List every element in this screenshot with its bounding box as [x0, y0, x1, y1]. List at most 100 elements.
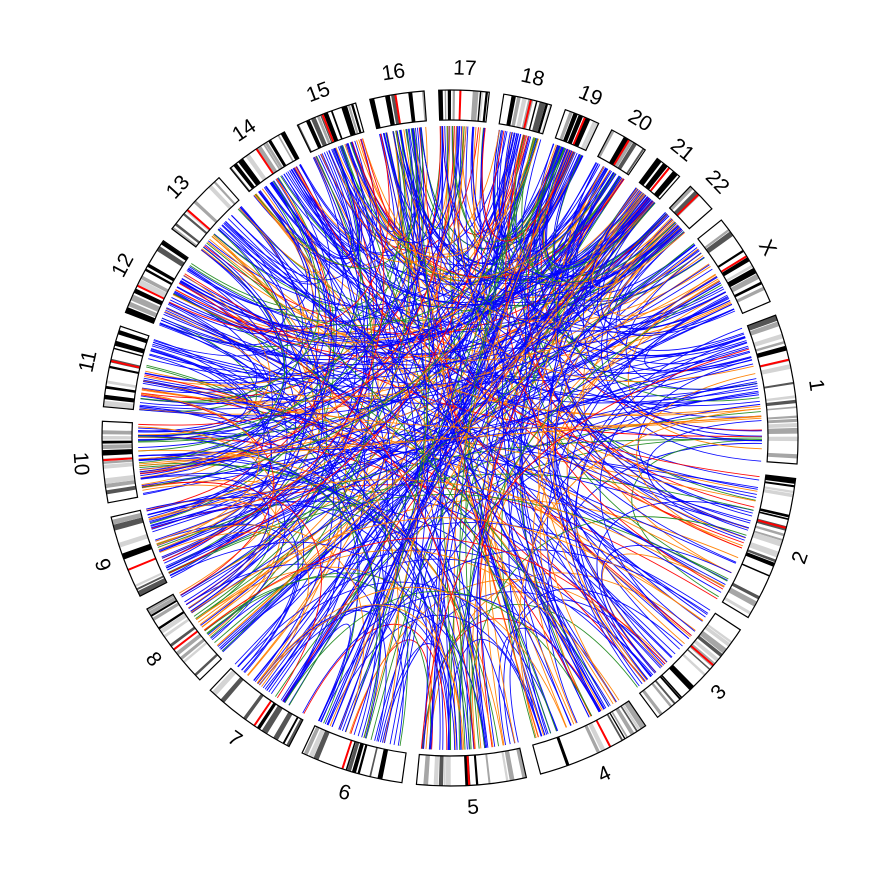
cytoband: [438, 755, 444, 786]
link-chord: [172, 154, 582, 344]
cytoband: [310, 117, 327, 147]
band-background: [532, 700, 646, 775]
link-chord: [392, 131, 607, 264]
cytoband: [377, 749, 389, 780]
cytoband: [117, 330, 148, 344]
link-chord: [255, 193, 691, 638]
cytoband: [148, 596, 177, 615]
chromosome-x: [697, 219, 771, 315]
link-chord: [209, 235, 328, 638]
cytoband: [423, 755, 430, 786]
link-chord: [524, 145, 728, 582]
link-chord: [189, 147, 566, 326]
cytoband: [752, 532, 783, 547]
cytoband: [211, 669, 237, 696]
cytoband: [447, 89, 452, 121]
cytoband: [163, 618, 190, 638]
cytoband: [243, 693, 264, 720]
chromosome-19: [554, 108, 600, 152]
chromosome-frame: [102, 325, 150, 411]
chromosome-18: [498, 93, 553, 135]
cytoband: [651, 682, 673, 708]
link-chord: [478, 175, 620, 747]
cytoband: [504, 750, 515, 781]
chromosome-label: 14: [228, 114, 260, 146]
cytoband: [766, 406, 797, 411]
cytoband: [753, 333, 784, 347]
link-chord: [565, 294, 728, 687]
link-chord: [288, 137, 537, 706]
link-chord: [160, 151, 575, 357]
link-chord: [180, 279, 489, 748]
cytoband: [169, 626, 196, 647]
cytoband: [756, 345, 787, 358]
cytoband: [102, 444, 133, 450]
link-chord: [190, 225, 324, 612]
link-chord: [147, 392, 759, 516]
centromere: [321, 113, 335, 143]
link-chord: [258, 189, 640, 308]
link-chord: [469, 516, 747, 750]
chromosome-12: [124, 239, 189, 325]
cytoband: [114, 340, 145, 354]
link-chord: [505, 135, 724, 590]
link-chord: [140, 180, 320, 402]
cytoband: [104, 474, 135, 484]
chromosome-frame: [697, 219, 771, 315]
link-chord: [148, 126, 467, 520]
cytoband: [748, 541, 779, 558]
link-chord: [459, 137, 536, 750]
cytoband: [408, 92, 416, 123]
link-chord: [144, 157, 344, 382]
chromosome-label: 16: [380, 59, 407, 85]
cytoband: [351, 743, 364, 774]
link-chord: [165, 309, 708, 616]
cytoband: [316, 115, 331, 145]
link-chord: [351, 141, 625, 279]
chromosome-3: [638, 612, 742, 719]
link-chord: [294, 129, 500, 263]
link-chord: [318, 154, 605, 710]
cytoband: [485, 753, 491, 784]
cytoband: [102, 459, 133, 465]
link-chord: [143, 291, 273, 496]
link-chord: [411, 128, 706, 618]
cytoband: [562, 112, 578, 143]
cytoband: [745, 552, 775, 567]
centromere: [720, 255, 748, 273]
cytoband: [233, 163, 255, 190]
cytoband: [617, 142, 637, 170]
link-chord: [318, 188, 639, 722]
cytoband: [347, 741, 360, 772]
cytoband: [537, 103, 549, 133]
cytoband: [669, 186, 694, 211]
link-chord: [405, 128, 442, 750]
chromosome-4: [532, 700, 647, 775]
cytoband: [104, 394, 135, 403]
chromosome-label: 12: [107, 249, 138, 280]
cytoband: [277, 134, 294, 162]
cytoband: [369, 98, 381, 129]
cytoband: [479, 91, 484, 122]
chromosome-label: 1: [804, 378, 828, 393]
cytoband: [764, 481, 795, 488]
centromere: [127, 557, 157, 571]
link-chord: [150, 504, 543, 737]
link-chord: [238, 178, 322, 274]
link-chord: [253, 145, 363, 265]
link-chord: [146, 499, 267, 609]
cytoband: [567, 114, 584, 145]
cytoband: [730, 273, 760, 293]
link-chord: [224, 191, 311, 283]
link-chord: [149, 143, 555, 375]
link-chord: [220, 549, 653, 677]
link-chord: [166, 143, 378, 569]
cytoband: [749, 321, 780, 336]
link-chord: [139, 462, 471, 750]
cytoband: [273, 711, 293, 741]
centromere: [595, 719, 612, 748]
cytoband: [766, 399, 797, 407]
link-chord: [258, 604, 465, 750]
link-chord: [495, 132, 692, 636]
cytoband: [501, 751, 509, 782]
